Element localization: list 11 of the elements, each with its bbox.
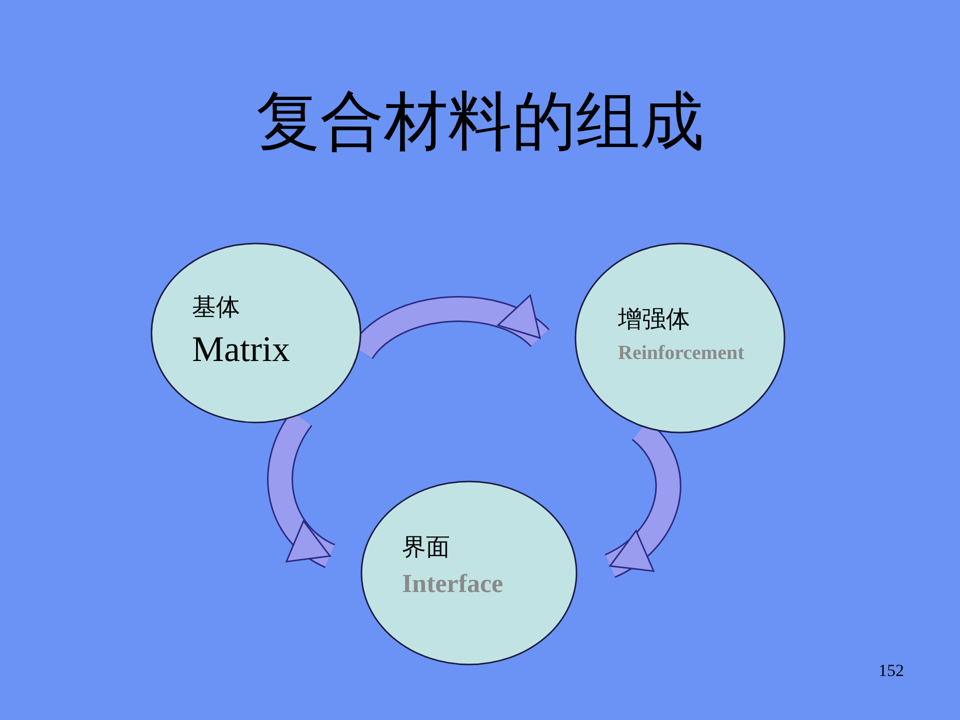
page-number: 152 [878, 662, 904, 681]
ellipse [574, 242, 786, 434]
node-heading: 基体 [192, 294, 240, 320]
node-heading: 增强体 [618, 306, 690, 332]
ellipse [360, 480, 578, 666]
node-label: Matrix [192, 330, 290, 370]
node-heading: 界面 [402, 534, 450, 560]
ellipse [150, 242, 362, 424]
node-label: Interface [402, 570, 504, 599]
title: 复合材料的组成 [255, 84, 705, 161]
node-label: Reinforcement [618, 342, 744, 364]
